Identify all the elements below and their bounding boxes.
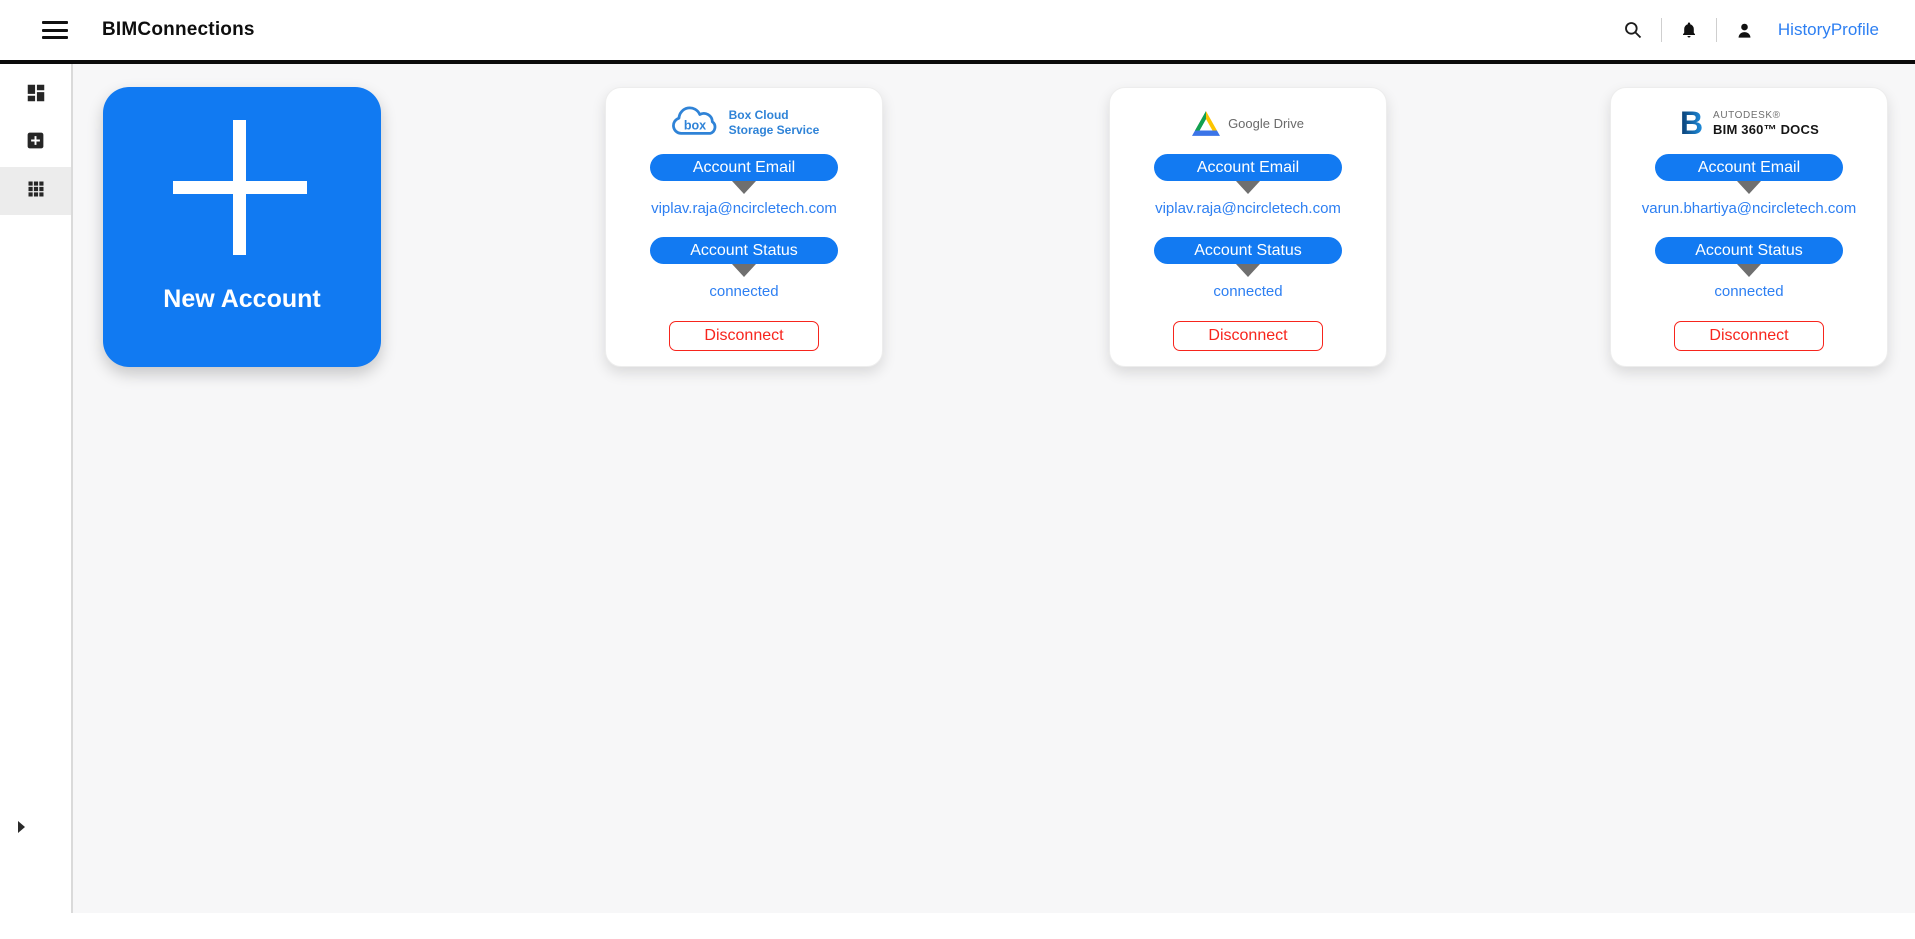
new-account-button[interactable]: New Account [103, 87, 381, 367]
account-status-label: Account Status [650, 237, 838, 264]
arrow-down-icon [732, 181, 756, 194]
arrow-down-icon [732, 264, 756, 277]
provider-name-line: Storage Service [728, 123, 820, 137]
user-profile-icon[interactable] [1735, 21, 1754, 40]
apps-grid-icon [26, 179, 46, 204]
bim360-logo: B AUTODESK® BIM 360™ DOCS [1679, 102, 1819, 144]
disconnect-button[interactable]: Disconnect [1674, 321, 1824, 351]
account-status-label: Account Status [1154, 237, 1342, 264]
account-status-label: Account Status [1655, 237, 1843, 264]
header-divider [1660, 18, 1662, 42]
profile-link[interactable]: Profile [1830, 20, 1879, 39]
sidebar-item-new-connection[interactable] [0, 119, 71, 167]
sidebar-item-connections[interactable] [0, 167, 71, 215]
account-status-value: connected [709, 283, 779, 300]
new-account-label: New Account [163, 285, 321, 313]
account-email-label: Account Email [1655, 154, 1843, 181]
account-email-value: viplav.raja@ncircletech.com [1155, 200, 1341, 217]
chevron-right-icon[interactable] [17, 819, 31, 835]
arrow-down-icon [1737, 264, 1761, 277]
header-divider [1715, 18, 1717, 42]
arrow-down-icon [1737, 181, 1761, 194]
header-links: History Profile [1778, 20, 1879, 40]
disconnect-button[interactable]: Disconnect [1173, 321, 1323, 351]
history-link[interactable]: History [1777, 20, 1831, 39]
provider-name: Google Drive [1228, 115, 1304, 131]
account-email-value: viplav.raja@ncircletech.com [651, 200, 837, 217]
account-card-google-drive: Google Drive Account Email viplav.raja@n… [1109, 87, 1387, 367]
header: BIMConnections [0, 0, 1915, 64]
content-area: New Account box Box Cloud Storage Servic… [0, 64, 1915, 913]
sidebar [0, 64, 73, 913]
sidebar-item-dashboard[interactable] [0, 71, 71, 119]
page-title: BIMConnections [102, 19, 255, 40]
add-box-icon [25, 130, 46, 156]
arrow-down-icon [1236, 181, 1260, 194]
provider-name-line: Box Cloud [728, 108, 789, 122]
menu-icon[interactable] [42, 20, 68, 40]
account-card-bim360: B AUTODESK® BIM 360™ DOCS Account Email … [1610, 87, 1888, 367]
provider-name-line: BIM 360™ DOCS [1713, 121, 1819, 137]
connections-grid: New Account box Box Cloud Storage Servic… [73, 64, 1915, 913]
account-email-value: varun.bhartiya@ncircletech.com [1641, 200, 1857, 217]
header-left: BIMConnections [42, 19, 255, 41]
account-card-box: box Box Cloud Storage Service Account Em… [605, 87, 883, 367]
bim360-b-icon: B [1680, 107, 1703, 139]
disconnect-button[interactable]: Disconnect [669, 321, 819, 351]
box-cloud-icon: box [671, 106, 716, 135]
account-status-value: connected [1714, 283, 1784, 300]
svg-text:B: B [1680, 107, 1703, 139]
svg-text:box: box [683, 119, 705, 133]
dashboard-icon [25, 82, 47, 109]
account-email-label: Account Email [1154, 154, 1342, 181]
box-logo: box Box Cloud Storage Service [669, 102, 820, 144]
notifications-bell-icon[interactable] [1680, 20, 1698, 40]
account-email-label: Account Email [650, 154, 838, 181]
search-icon[interactable] [1623, 20, 1643, 40]
plus-icon [233, 120, 246, 255]
arrow-down-icon [1236, 264, 1260, 277]
google-drive-logo: Google Drive [1192, 102, 1304, 144]
provider-name-line: AUTODESK® [1713, 109, 1781, 121]
header-right: History Profile [1623, 18, 1879, 42]
account-status-value: connected [1213, 283, 1283, 300]
google-drive-icon [1192, 110, 1221, 136]
